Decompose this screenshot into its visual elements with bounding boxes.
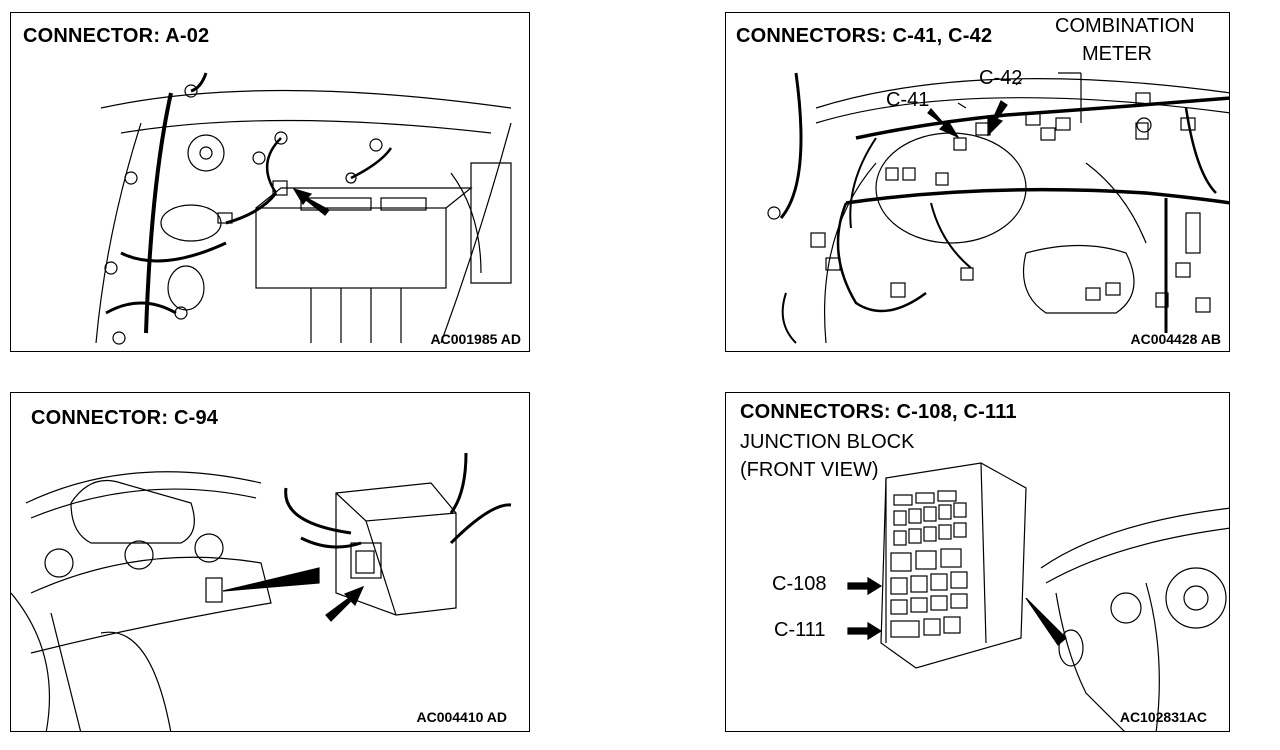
diagram-panel-c41-c42: CONNECTORS: C-41, C-42 COMBINATION METER… <box>725 12 1230 352</box>
diagram-panel-c94: CONNECTOR: C-94 AC004410 AD <box>10 392 530 732</box>
junction-block-label-line2: (FRONT VIEW) <box>740 459 879 481</box>
pointer-arrow-icon <box>927 108 960 139</box>
combination-meter-label-line2: METER <box>1082 43 1152 65</box>
pointer-arrow-icon <box>847 576 883 596</box>
junction-block-illustration <box>847 462 1229 731</box>
panel-title: CONNECTOR: C-94 <box>31 407 219 429</box>
pointer-arrow-icon <box>325 585 365 622</box>
diagram-panel-a02: CONNECTOR: A-02 AC001985 AD <box>10 12 530 352</box>
figure-code: AC004428 AB <box>1130 331 1221 347</box>
panel-title: CONNECTORS: C-41, C-42 <box>736 25 993 47</box>
c108-label: C-108 <box>772 573 827 595</box>
combination-meter-label-line1: COMBINATION <box>1055 15 1195 37</box>
pointer-arrow-icon <box>292 187 330 216</box>
c41-label: C-41 <box>886 89 930 111</box>
figure-code: AC001985 AD <box>430 331 521 347</box>
engine-compartment-harness-illustration <box>95 72 512 345</box>
figure-code: AC004410 AD <box>416 709 507 725</box>
figure-code: AC102831AC <box>1119 709 1207 725</box>
instrument-panel-illustration <box>11 452 512 731</box>
diagram-panel-c108-c111: CONNECTORS: C-108, C-111 JUNCTION BLOCK … <box>725 392 1230 732</box>
c111-label: C-111 <box>774 619 826 641</box>
c42-label: C-42 <box>979 67 1023 89</box>
junction-block-label-line1: JUNCTION BLOCK <box>740 431 915 453</box>
panel-title: CONNECTORS: C-108, C-111 <box>740 401 1017 423</box>
dashboard-harness-illustration <box>767 72 1229 344</box>
panel-title: CONNECTOR: A-02 <box>23 25 210 47</box>
